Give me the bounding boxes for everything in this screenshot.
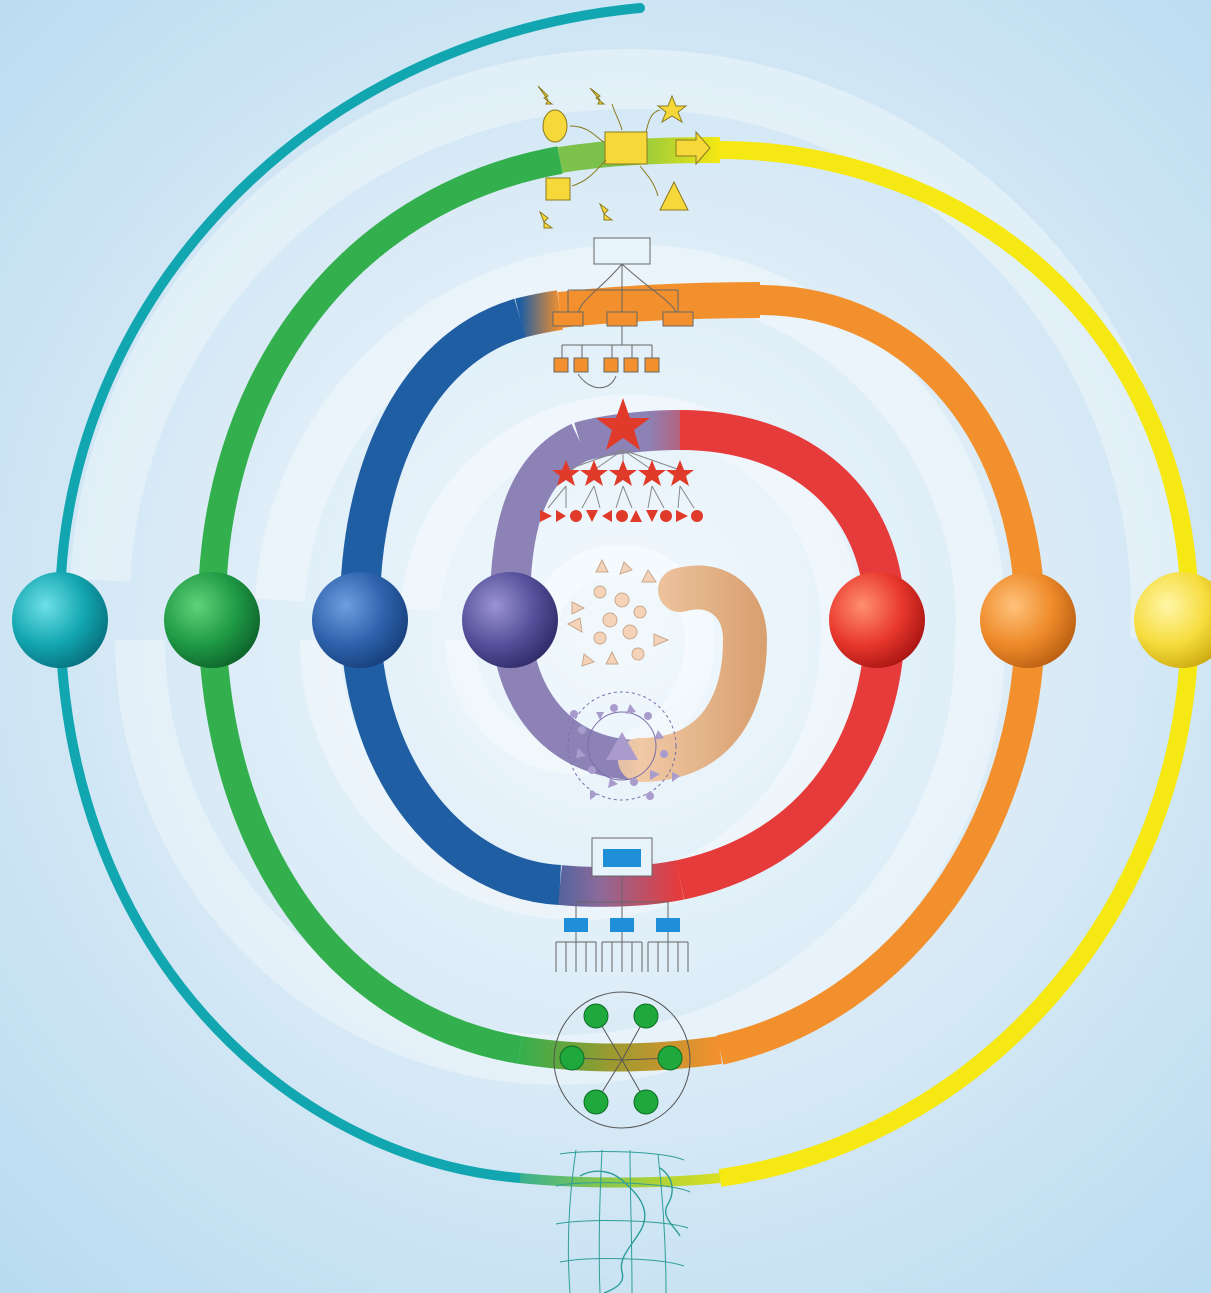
globe-map-icon <box>555 1149 691 1293</box>
star-hierarchy-icon <box>540 398 703 522</box>
green-orange-arc-bottom <box>517 1036 722 1072</box>
blue-org-chart-icon <box>555 837 689 972</box>
yellow-sphere <box>1134 572 1211 668</box>
clustered-circles-icon <box>567 691 680 801</box>
yellow-flow-icon <box>537 85 711 229</box>
red-sphere <box>829 572 925 668</box>
blue-orange-arc-top <box>515 290 564 338</box>
green-sphere <box>164 572 260 668</box>
spiral-tail <box>618 565 768 782</box>
spheres <box>12 572 1211 668</box>
orange-network-icon <box>552 237 694 389</box>
blue-sphere <box>312 572 408 668</box>
green-circle-network-icon <box>553 991 691 1129</box>
orange-sphere <box>980 572 1076 668</box>
background-swirl <box>70 49 1191 1085</box>
chaos-icon <box>566 558 670 667</box>
violet-sphere <box>462 572 558 668</box>
teal-sphere <box>12 572 108 668</box>
orange-arc-top <box>557 282 761 328</box>
blue-red-arc-bottom <box>558 860 684 907</box>
